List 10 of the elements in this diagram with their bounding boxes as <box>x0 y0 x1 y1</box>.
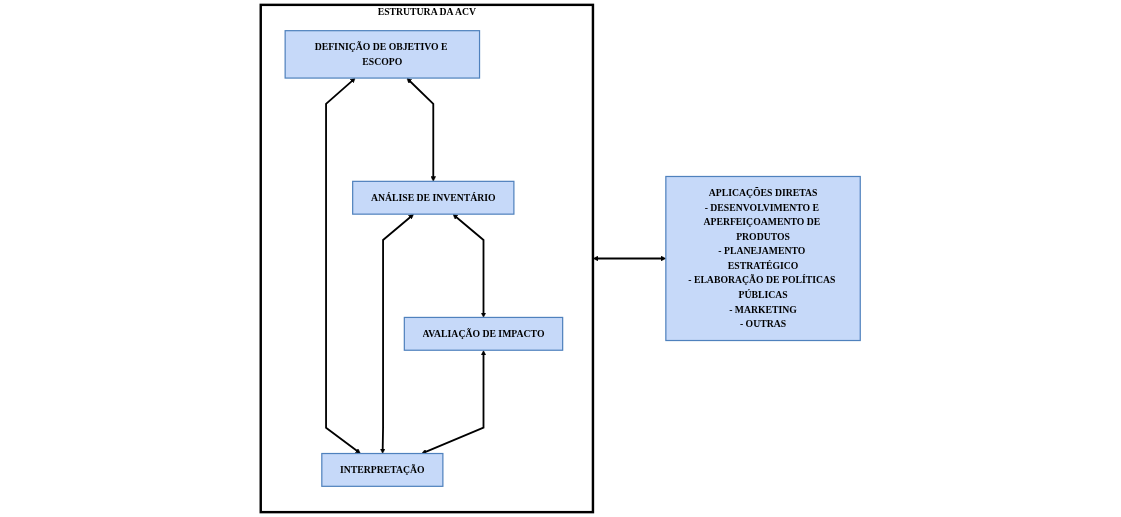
arrow <box>380 214 414 454</box>
arrow <box>452 214 487 318</box>
arrow <box>325 78 361 454</box>
arrow <box>406 78 436 182</box>
node-box: INTERPRETAÇÃO <box>321 452 444 487</box>
node-box: ANÁLISE DE INVENTÁRIO <box>352 180 515 215</box>
node-box: DEFINIÇÃO DE OBJETIVO E ESCOPO <box>284 30 481 79</box>
node-box: APLICAÇÕES DIRETAS - DESENVOLVIMENTO E APERFEIÇOAMENTO DE PRODUTOS - PLANEJAMENTO ESTRATÉGICO - ELABORAÇÃO DE POLÍTICAS PÚBLICAS - MARKETING - OUTRAS <box>665 175 861 342</box>
arrow <box>421 350 487 455</box>
node-box: AVALIAÇÃO DE IMPACTO <box>403 316 564 351</box>
